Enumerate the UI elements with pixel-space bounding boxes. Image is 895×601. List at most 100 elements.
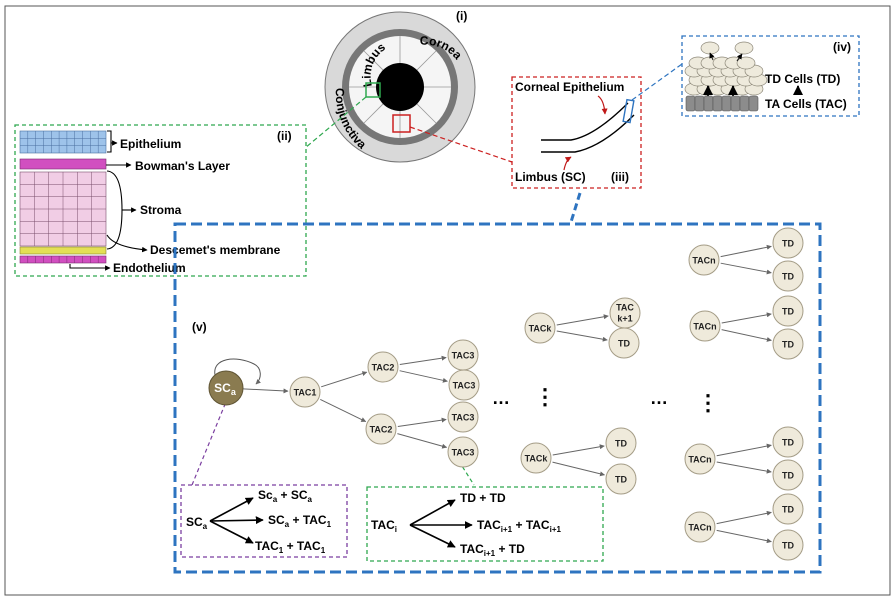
ta-cell	[739, 95, 750, 112]
node-label: TAC3	[452, 350, 475, 360]
tree-edges	[242, 244, 772, 544]
lineage-edge	[716, 461, 772, 474]
node-label: TD	[782, 271, 794, 281]
sc-output-3: TAC1 + TAC1	[255, 539, 326, 555]
node-label: TAC3	[453, 380, 476, 390]
node-label: TD	[782, 339, 794, 349]
pupil	[376, 63, 424, 111]
tac-branch-arrows	[409, 499, 473, 548]
td-node: TD	[772, 493, 804, 525]
limbus-section-panel: Corneal Epithelium Limbus (SC) (iii)	[511, 76, 642, 189]
tac-node: TACn	[688, 244, 720, 276]
epithelium-pointer	[597, 95, 608, 115]
panel-iv-tag: (iv)	[833, 40, 851, 54]
limbus-zoom-box	[622, 98, 635, 124]
tac-node: TAC2	[365, 413, 397, 445]
tac-box-frame	[366, 486, 604, 562]
limbus-pointer	[563, 156, 572, 171]
vdots-tacn: ⋮	[697, 390, 719, 415]
layer-band	[19, 255, 107, 264]
epithelium-upper-line	[541, 102, 629, 141]
ta-cell	[685, 95, 696, 112]
eye-panel: (i) Limbus Cornea Conjunctiva	[324, 9, 476, 163]
layer-brackets	[69, 130, 148, 271]
tac-node: TAC1	[289, 376, 321, 408]
layer-band	[19, 246, 107, 255]
tac-node: TAC3	[447, 339, 479, 371]
panel-ii-frame	[14, 124, 307, 277]
sc-branch-arrows	[209, 497, 264, 544]
node-label: TD	[782, 540, 794, 550]
lineage-edge	[556, 330, 608, 342]
tac-output-2: TACi+1 + TACi+1	[477, 518, 561, 534]
tac-lhs: TACi	[371, 518, 397, 534]
layer-band	[19, 130, 107, 154]
tac-node: TAC3	[447, 401, 479, 433]
ta-cell	[712, 95, 723, 112]
differentiation-arrows	[703, 52, 803, 96]
tac-division-box: TACi TD + TD TACi+1 + TACi+1 TACi+1 + TD	[366, 486, 604, 562]
ta-cells	[685, 95, 759, 112]
layer-epithelium-label: Epithelium	[120, 137, 181, 151]
panel-iii-tag: (iii)	[611, 170, 629, 184]
lineage-edge	[716, 510, 772, 525]
vdots-tack: ⋮	[534, 384, 556, 409]
lineage-edge	[716, 529, 772, 544]
lineage-edge	[721, 329, 772, 342]
lineage-edge	[720, 244, 772, 258]
node-label: TAC2	[370, 424, 393, 434]
td-node: TD	[772, 426, 804, 458]
limbus-sample-box	[392, 114, 411, 133]
lineage-edge	[242, 388, 289, 394]
ta-cell	[748, 95, 759, 112]
td-cells	[684, 41, 768, 96]
tac-node: TAC3	[447, 436, 479, 468]
panel-iv-frame	[681, 35, 860, 117]
node-label: TACk	[529, 323, 553, 333]
node-label: TACn	[692, 255, 715, 265]
corneal-epithelium-label: Corneal Epithelium	[515, 80, 624, 94]
tac-node: TAC3	[448, 369, 480, 401]
td-cell	[700, 41, 720, 55]
lineage-edge	[397, 433, 448, 449]
panel-i-tag: (i)	[456, 9, 467, 23]
lineage-edge	[720, 262, 772, 275]
node-label: TD	[782, 306, 794, 316]
node-label: TACn	[688, 522, 711, 532]
lineage-edge	[399, 355, 447, 365]
td-cells-label: TD Cells (TD)	[765, 72, 840, 86]
td-node: TD	[772, 227, 804, 259]
tac-node: TACn	[689, 310, 721, 342]
node-label: TAC3	[452, 412, 475, 422]
sc-division-box: SCa Sca + SCa SCa + TAC1 TAC1 + TAC1	[180, 484, 348, 558]
tac-node: TACn	[684, 443, 716, 475]
stem-cell-node: SCa	[208, 370, 244, 406]
node-label: TACn	[688, 454, 711, 464]
tac-output-1: TD + TD	[460, 491, 506, 505]
td-node: TD	[772, 459, 804, 491]
layer-stroma-label: Stroma	[140, 203, 182, 217]
sc-output-2: SCa + TAC1	[268, 513, 332, 529]
node-label: TAC	[616, 302, 634, 312]
lineage-edge	[397, 417, 447, 428]
lineage-edge	[556, 314, 609, 326]
node-label: TD	[782, 238, 794, 248]
td-node: TD	[772, 328, 804, 360]
layer-descemet-label: Descemet's membrane	[150, 243, 281, 257]
node-label: TD	[618, 338, 630, 348]
ellipsis-mid: …	[492, 388, 510, 408]
panel-iii-frame	[511, 76, 642, 189]
ta-cells-label: TA Cells (TAC)	[765, 97, 847, 111]
node-label: TD	[782, 437, 794, 447]
td-node: TD	[772, 295, 804, 327]
lineage-edge	[399, 370, 448, 383]
connector-v	[569, 192, 582, 223]
sc-output-1: Sca + SCa	[258, 488, 313, 504]
lineage-edge	[716, 443, 772, 457]
tac-node: TACk	[524, 312, 556, 344]
td-cell	[734, 41, 754, 55]
node-label: TD	[615, 438, 627, 448]
tree-ellipses: … … ⋮ ⋮	[492, 384, 719, 415]
stem-cell-label: SCa	[214, 381, 237, 397]
